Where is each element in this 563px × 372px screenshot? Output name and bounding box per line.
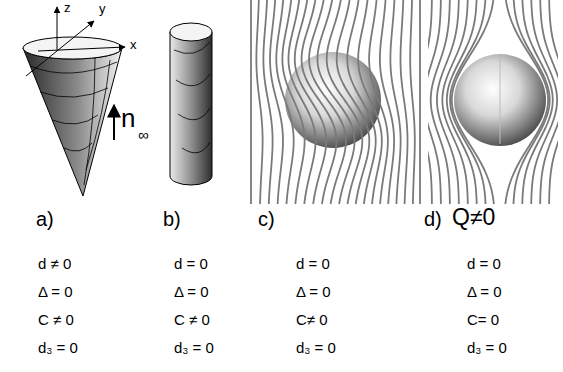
- field-line: [419, 0, 421, 204]
- vector-subscript: ∞: [138, 127, 149, 144]
- cone: [23, 37, 122, 196]
- field-line: [270, 0, 283, 204]
- field-line: [531, 0, 557, 204]
- field-line: [437, 0, 459, 204]
- field-line: [337, 0, 370, 204]
- field-lines: [251, 0, 420, 204]
- field-line: [256, 0, 262, 204]
- condition-formula: d₃ = 0: [296, 340, 336, 357]
- condition-formula: C≠ 0: [296, 312, 328, 329]
- condition-formula: d = 0: [296, 256, 330, 273]
- sphere-twisted: [285, 52, 381, 148]
- axis-label: x: [130, 38, 137, 52]
- condition-formula: d₃ = 0: [467, 340, 507, 357]
- field-line: [400, 0, 407, 204]
- panel-label: c): [258, 208, 275, 230]
- field-line: [410, 0, 415, 204]
- condition-formula: d ≠ 0: [38, 256, 71, 273]
- field-line: [540, 0, 558, 204]
- axis-label: y: [99, 2, 106, 16]
- condition-formula: C ≠ 0: [174, 312, 210, 329]
- panel-label: b): [163, 208, 181, 230]
- field-lines: [428, 0, 558, 204]
- field-line: [390, 0, 400, 204]
- field-line: [250, 0, 252, 204]
- condition-formula: C ≠ 0: [38, 312, 74, 329]
- axis-label: z: [64, 1, 71, 15]
- field-line: [302, 0, 337, 204]
- panel-label: d): [424, 208, 442, 230]
- condition-formula: d = 0: [467, 256, 501, 273]
- field-line: [513, 0, 549, 204]
- sphere-charged: [454, 54, 546, 146]
- charge-label: Q≠0: [452, 205, 495, 230]
- field-line: [549, 0, 558, 204]
- condition-formula: d₃ = 0: [38, 340, 78, 357]
- field-line: [452, 0, 494, 204]
- condition-formula: d = 0: [174, 256, 208, 273]
- condition-formula: Δ = 0: [38, 284, 73, 301]
- coordinate-axes: [26, 7, 125, 76]
- cylinder: [170, 23, 212, 185]
- field-line: [522, 0, 552, 204]
- condition-formula: Δ = 0: [467, 284, 502, 301]
- vector-label: n: [121, 104, 135, 133]
- panel-label: a): [36, 208, 54, 230]
- condition-formula: d₃ = 0: [174, 340, 214, 357]
- field-line: [358, 0, 382, 204]
- field-line: [317, 0, 354, 204]
- condition-formula: Δ = 0: [174, 284, 209, 301]
- condition-formula: Δ = 0: [296, 284, 331, 301]
- field-line: [309, 0, 346, 204]
- field-line: [327, 0, 363, 204]
- field-line: [295, 0, 326, 204]
- condition-formula: C= 0: [467, 312, 499, 329]
- field-line: [369, 0, 388, 204]
- field-line: [263, 0, 272, 204]
- field-line: [450, 0, 486, 204]
- field-line: [276, 0, 293, 204]
- n-arrow: [114, 105, 115, 140]
